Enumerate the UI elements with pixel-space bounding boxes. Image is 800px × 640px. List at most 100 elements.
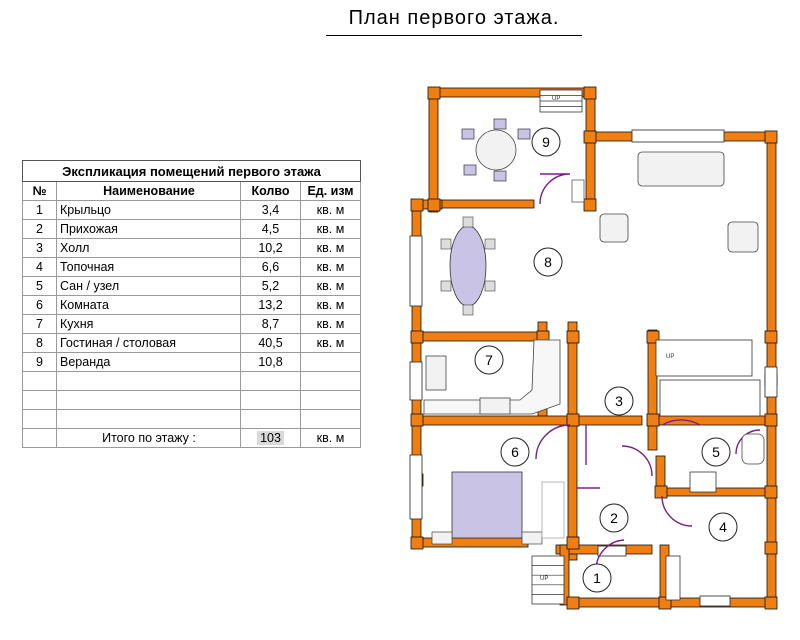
room-number-circle bbox=[604, 386, 634, 416]
kitchen-sink bbox=[479, 397, 511, 415]
door-swing bbox=[539, 173, 571, 205]
wall bbox=[411, 537, 529, 548]
veranda-chair bbox=[493, 170, 507, 182]
dining-table bbox=[449, 225, 487, 307]
wall bbox=[428, 87, 439, 213]
window bbox=[409, 454, 423, 520]
room-number-circle bbox=[531, 127, 561, 157]
window bbox=[631, 129, 725, 143]
table-caption: Экспликация помещений первого этажа bbox=[22, 160, 361, 182]
veranda-door-frame bbox=[571, 179, 585, 203]
stair-run bbox=[655, 339, 753, 377]
room-number-circle bbox=[708, 512, 738, 542]
wall bbox=[647, 329, 658, 451]
room-number-label: 1 bbox=[593, 570, 601, 586]
room-number-circle bbox=[500, 437, 530, 467]
log-joint bbox=[764, 485, 778, 499]
wall bbox=[411, 415, 643, 426]
dining-chair bbox=[440, 238, 452, 250]
boiler bbox=[689, 471, 717, 493]
log-joint bbox=[410, 198, 424, 212]
log-joint bbox=[764, 130, 778, 144]
veranda-chair bbox=[461, 128, 475, 140]
room-number-label: 8 bbox=[544, 254, 552, 270]
log-joint bbox=[654, 485, 668, 499]
window bbox=[409, 235, 423, 307]
door-swing bbox=[621, 445, 653, 477]
stair-run bbox=[665, 555, 681, 601]
wall bbox=[647, 415, 777, 426]
log-joint bbox=[566, 330, 580, 344]
room-number-label: 7 bbox=[485, 352, 493, 368]
veranda-chair bbox=[493, 118, 507, 130]
window bbox=[764, 366, 778, 398]
wall bbox=[567, 321, 578, 561]
log-joint bbox=[566, 596, 580, 610]
door-swing bbox=[535, 424, 571, 460]
log-joint bbox=[410, 413, 424, 427]
log-joint bbox=[566, 536, 580, 550]
armchair bbox=[727, 221, 759, 253]
stair-up-label: UP bbox=[666, 354, 674, 360]
sofa bbox=[637, 151, 725, 187]
room-number-label: 3 bbox=[615, 393, 623, 409]
room-number-circle bbox=[599, 503, 629, 533]
total-quantity: 103 bbox=[257, 431, 284, 445]
room-schedule-table: Экспликация помещений первого этажа № На… bbox=[22, 160, 361, 448]
dining-chair bbox=[484, 238, 496, 250]
table-total-row: Итого по этажу : 103 кв. м bbox=[22, 428, 361, 448]
toilet bbox=[741, 433, 765, 465]
door-swing bbox=[661, 495, 693, 527]
page-title: План первого этажа. bbox=[326, 4, 582, 36]
veranda-round-table bbox=[475, 129, 517, 171]
stair-up-label: UP bbox=[540, 576, 548, 582]
door-swing bbox=[661, 419, 701, 426]
room-number-circle bbox=[701, 437, 731, 467]
dining-chair bbox=[484, 280, 496, 292]
header-quantity: Колво bbox=[240, 181, 301, 201]
log-joint bbox=[410, 536, 424, 550]
stair-up-label: UP bbox=[552, 96, 560, 102]
log-joint bbox=[764, 330, 778, 344]
stairs: UP UP UP bbox=[531, 89, 761, 605]
kitchen-stove bbox=[425, 355, 447, 391]
dining-chair bbox=[462, 304, 474, 316]
wall bbox=[437, 199, 535, 209]
log-joint bbox=[566, 413, 580, 427]
room-number-circle bbox=[533, 247, 563, 277]
wardrobe bbox=[541, 481, 565, 539]
room-number-circle bbox=[474, 345, 504, 375]
log-joint bbox=[427, 86, 441, 100]
wall bbox=[585, 87, 596, 205]
table-caption-row: Экспликация помещений первого этажа bbox=[22, 160, 361, 182]
window bbox=[699, 595, 731, 607]
dining-chair bbox=[440, 280, 452, 292]
log-joint bbox=[410, 330, 424, 344]
veranda-chair bbox=[463, 164, 477, 176]
log-joint bbox=[583, 86, 597, 100]
stair-run bbox=[659, 379, 761, 417]
row-unit: кв. м bbox=[300, 238, 361, 258]
room-number-label: 9 bbox=[542, 134, 550, 150]
log-joint bbox=[646, 413, 660, 427]
nightstand bbox=[431, 531, 453, 545]
log-joint bbox=[583, 130, 597, 144]
room-number-label: 4 bbox=[719, 519, 727, 535]
window bbox=[597, 545, 627, 557]
kitchen-counter bbox=[423, 339, 561, 415]
room-number-label: 2 bbox=[610, 510, 618, 526]
log-joint bbox=[764, 413, 778, 427]
furniture bbox=[423, 118, 765, 545]
room-number-label: 6 bbox=[511, 444, 519, 460]
dining-chair bbox=[462, 216, 474, 228]
nightstand bbox=[521, 531, 543, 545]
total-unit: кв. м bbox=[300, 428, 361, 448]
room-number-circle bbox=[582, 563, 612, 593]
row-name: Сан / узел bbox=[56, 276, 241, 296]
